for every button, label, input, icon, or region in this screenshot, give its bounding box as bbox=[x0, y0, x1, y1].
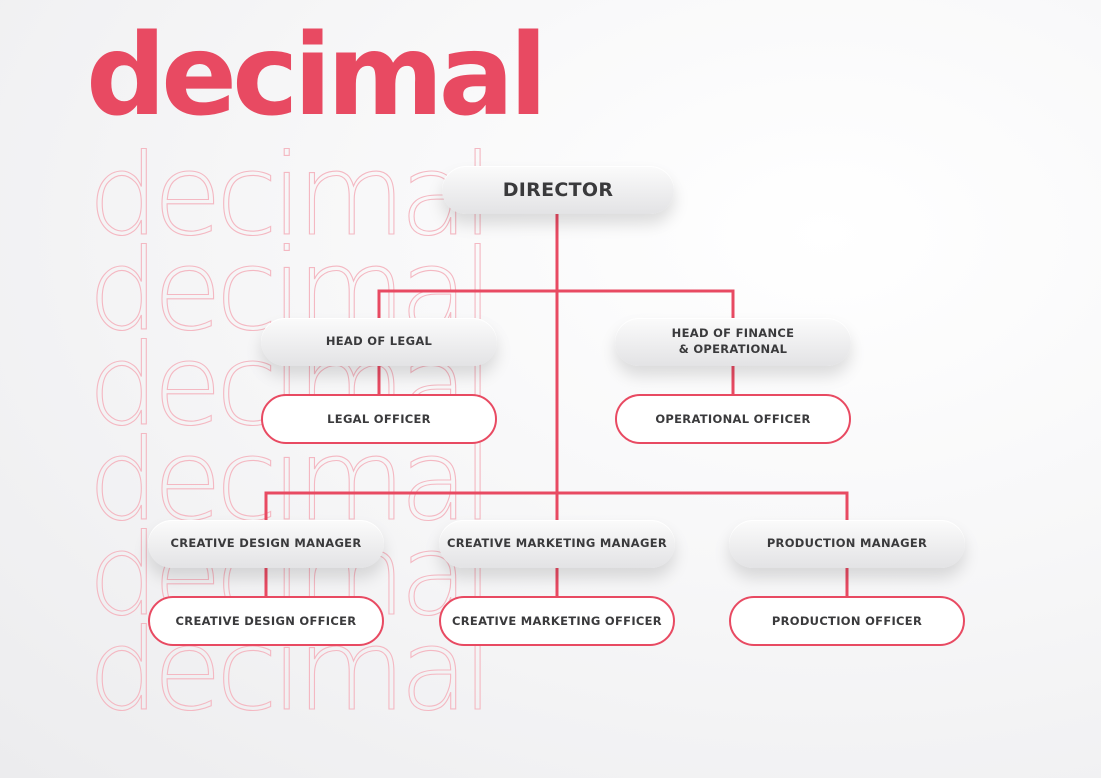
node-creative-marketing-manager: CREATIVE MARKETING MANAGER bbox=[439, 520, 675, 568]
node-head-of-finance: HEAD OF FINANCE & OPERATIONAL bbox=[615, 318, 851, 366]
node-production-manager: PRODUCTION MANAGER bbox=[729, 520, 965, 568]
node-creative-design-manager: CREATIVE DESIGN MANAGER bbox=[148, 520, 384, 568]
node-legal-officer: LEGAL OFFICER bbox=[261, 394, 497, 444]
node-production-officer: PRODUCTION OFFICER bbox=[729, 596, 965, 646]
node-creative-marketing-officer: CREATIVE MARKETING OFFICER bbox=[439, 596, 675, 646]
node-operational-officer: OPERATIONAL OFFICER bbox=[615, 394, 851, 444]
node-head-of-finance-line2: & OPERATIONAL bbox=[678, 342, 788, 356]
node-director: DIRECTOR bbox=[442, 166, 674, 214]
node-head-of-finance-line1: HEAD OF FINANCE bbox=[671, 326, 795, 341]
brand-logo: decimal bbox=[86, 11, 548, 141]
node-head-of-legal: HEAD OF LEGAL bbox=[261, 318, 497, 366]
node-creative-design-officer: CREATIVE DESIGN OFFICER bbox=[148, 596, 384, 646]
watermark-text: decimal bbox=[87, 131, 494, 261]
